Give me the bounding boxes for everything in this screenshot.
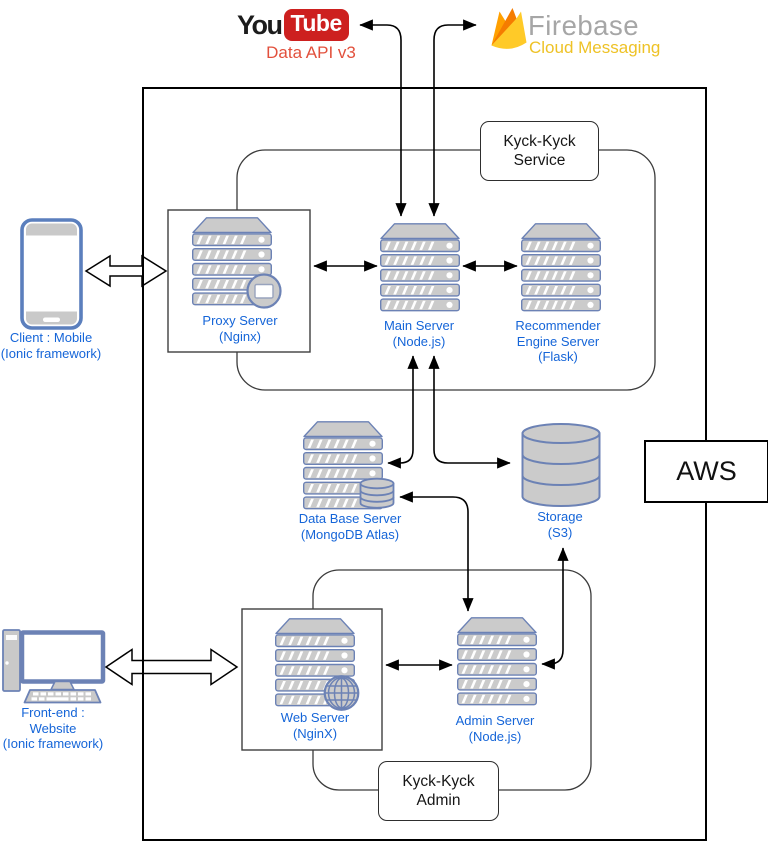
- main-server-label: Main Server (Node.js): [383, 318, 455, 349]
- frontend-website-label: Front-end : Website (Ionic framework): [2, 705, 104, 751]
- mobile-phone-icon: [20, 218, 83, 330]
- youtube-logo-tube: Tube: [283, 9, 349, 41]
- proxy-server-label: Proxy Server (Nginx): [202, 313, 278, 344]
- edge-admin-database: [399, 491, 474, 612]
- web-server-icon: [276, 619, 360, 711]
- recommender-server-label: Recommender Engine Server (Flask): [515, 318, 601, 364]
- aws-label-box: AWS: [644, 440, 768, 503]
- admin-server-icon: [458, 618, 537, 705]
- admin-server-label: Admin Server (Node.js): [455, 713, 535, 744]
- storage-s3-icon: [521, 423, 601, 507]
- storage-label: Storage (S3): [537, 509, 583, 540]
- mobile-proxy-arrow: [84, 254, 168, 288]
- youtube-logo: You Tube: [237, 9, 349, 41]
- edge-admin-storage: [541, 547, 569, 670]
- edge-main-firebase: [428, 19, 477, 217]
- desktop-computer-icon: [2, 629, 106, 704]
- youtube-subtitle: Data API v3: [266, 43, 356, 62]
- service-group-label: Kyck-Kyck Service: [480, 121, 599, 181]
- admin-group-label: Kyck-Kyck Admin: [378, 761, 499, 821]
- aws-boundary: [142, 87, 707, 841]
- client-mobile-label: Client : Mobile (Ionic framework): [0, 330, 102, 361]
- firebase-flame-icon: [491, 8, 527, 49]
- edge-main-database: [387, 355, 419, 469]
- main-server-icon: [381, 224, 460, 311]
- globe-icon: [325, 676, 358, 710]
- firebase-wordmark: Firebase: [528, 10, 639, 41]
- proxy-server-icon: [193, 218, 282, 309]
- website-webserver-arrow: [104, 648, 239, 686]
- youtube-logo-you: You: [237, 9, 283, 40]
- web-server-label: Web Server (NginX): [280, 710, 350, 741]
- database-server-label: Data Base Server (MongoDB Atlas): [298, 511, 402, 542]
- edge-main-youtube: [359, 19, 407, 217]
- edge-main-storage: [428, 355, 511, 469]
- database-server-icon: [304, 422, 395, 509]
- firebase-subtitle: Cloud Messaging: [529, 38, 661, 57]
- keyboard-keys: [31, 692, 91, 701]
- recommender-server-icon: [522, 224, 601, 311]
